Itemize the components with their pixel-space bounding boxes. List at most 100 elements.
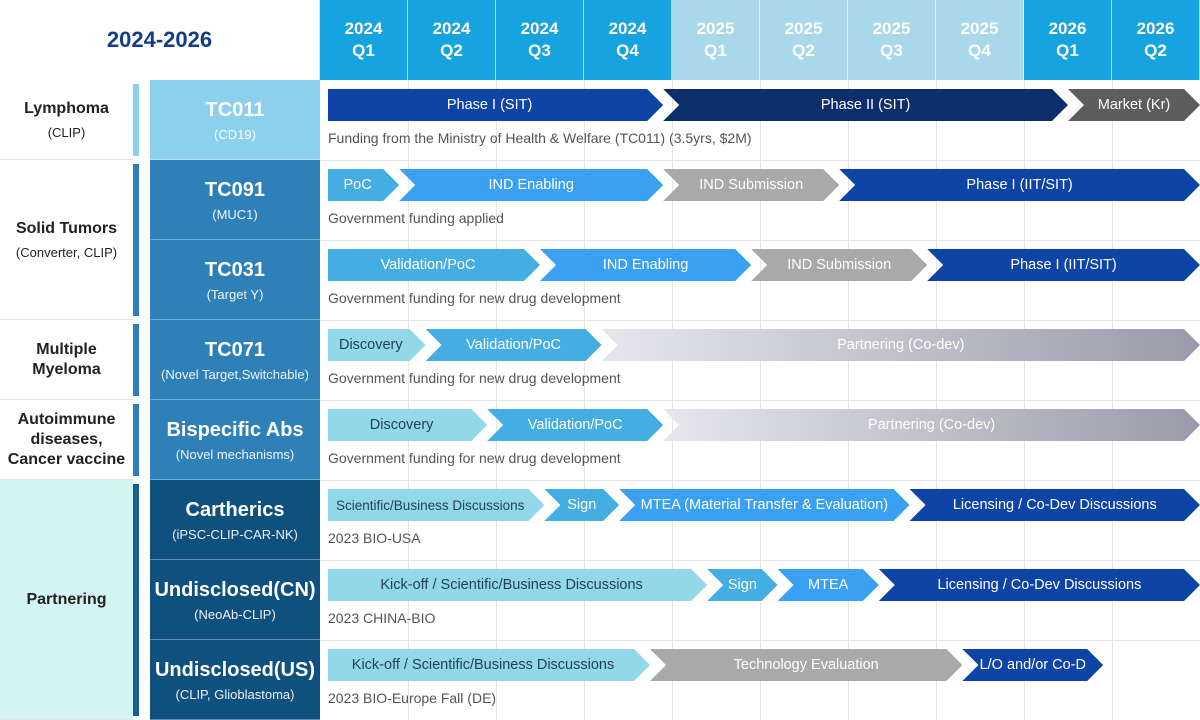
stage-arrow: Phase II (SIT)	[663, 89, 1068, 121]
stage-label: Kick-off / Scientific/Business Discussio…	[351, 657, 615, 673]
stage-arrow: IND Enabling	[540, 249, 751, 281]
funding-note: Funding from the Ministry of Health & We…	[328, 130, 752, 146]
stage-label: Validation/PoC	[380, 257, 476, 273]
stage-arrow: Discovery	[328, 329, 426, 361]
stage-arrow: Sign	[707, 569, 777, 601]
program-name: TC071	[204, 338, 266, 361]
stage-arrow: MTEA (Material Transfer & Evaluation)	[619, 489, 909, 521]
stage-label: IND Enabling	[602, 257, 689, 273]
category-accent-bar	[133, 164, 139, 316]
program-name: Undisclosed(US)	[154, 658, 316, 681]
category-accent-bar	[133, 324, 139, 396]
stage-label: IND Enabling	[488, 177, 574, 193]
stage-label: Scientific/Business Discussions	[336, 497, 525, 513]
quarter-year: 2024	[432, 19, 471, 38]
stage-label: Phase I (SIT)	[446, 97, 533, 113]
quarter-year: 2026	[1136, 19, 1175, 38]
funding-note: 2023 CHINA-BIO	[328, 610, 436, 626]
program-cell: TC071(Novel Target,Switchable)	[150, 320, 320, 400]
roadmap-period-title: 2024-2026	[0, 0, 320, 80]
funding-note: Government funding for new drug developm…	[328, 450, 621, 466]
funding-note: Government funding for new drug developm…	[328, 370, 621, 386]
stage-label: Market (Kr)	[1097, 97, 1171, 113]
funding-note: 2023 BIO-Europe Fall (DE)	[328, 690, 497, 706]
stage-label: Licensing / Co-Dev Discussions	[952, 497, 1157, 513]
program-cell: TC031(Target Y)	[150, 240, 320, 320]
stage-label: MTEA (Material Transfer & Evaluation)	[640, 497, 889, 513]
quarter-year: 2025	[960, 19, 999, 38]
stage-arrow: PoC	[328, 169, 399, 201]
category-name-line: Lymphoma	[24, 100, 109, 117]
stage-label: Validation/PoC	[527, 417, 623, 433]
category-subtitle: (CLIP)	[47, 125, 86, 140]
stage-label: Phase II (SIT)	[820, 97, 911, 113]
stage-label: Discovery	[338, 337, 403, 353]
stage-arrow: Partnering (Co-dev)	[602, 329, 1200, 361]
stage-label: Partnering (Co-dev)	[867, 417, 996, 433]
stage-label: IND Submission	[787, 257, 892, 273]
program-subtitle: (Target Y)	[206, 286, 264, 302]
program-name: Cartherics	[185, 498, 285, 521]
program-cell: Bispecific Abs(Novel mechanisms)	[150, 400, 320, 480]
program-subtitle: (MUC1)	[212, 206, 258, 222]
stage-label: Partnering (Co-dev)	[837, 337, 965, 353]
category-subtitle: (Converter, CLIP)	[15, 245, 118, 260]
program-name: TC091	[204, 178, 266, 201]
stage-arrow: Validation/PoC	[426, 329, 602, 361]
stage-arrow: Phase I (IIT/SIT)	[839, 169, 1200, 201]
row-divider	[320, 400, 1200, 401]
program-subtitle: (CD19)	[214, 126, 256, 142]
category-name: Solid Tumors	[16, 219, 117, 239]
stage-label: PoC	[343, 177, 372, 193]
quarter-year: 2025	[784, 19, 823, 38]
category-name-line: diseases,	[30, 430, 103, 448]
stage-arrow: Validation/PoC	[328, 249, 540, 281]
quarter-label: Q3	[880, 41, 903, 60]
category-name-line: Multiple	[36, 340, 97, 358]
program-name: TC011	[205, 98, 265, 121]
program-cell: Cartherics (iPSC-CLIP-CAR-NK)	[150, 480, 320, 560]
quarter-label: Q1	[704, 41, 727, 60]
quarter-year: 2026	[1048, 19, 1087, 38]
quarter-year: 2024	[520, 19, 559, 38]
stage-arrow: Scientific/Business Discussions	[328, 489, 544, 521]
category-name-line: Solid Tumors	[15, 220, 118, 237]
category-name: Autoimmune diseases, Cancer vaccine	[8, 410, 125, 470]
stage-label: Discovery	[369, 417, 434, 433]
stage-label: MTEA	[808, 577, 849, 593]
quarter-label: Q3	[528, 41, 551, 60]
row-divider	[320, 240, 1200, 241]
stage-arrow: Kick-off / Scientific/Business Discussio…	[328, 569, 707, 601]
program-cell: TC091 (MUC1)	[150, 160, 320, 240]
category-name-line: Autoimmune	[17, 410, 116, 428]
stage-label: L/O and/or Co-D	[979, 657, 1086, 673]
quarter-year: 2024	[344, 19, 383, 38]
quarter-label: Q4	[616, 41, 639, 60]
stage-arrow: IND Submission	[663, 169, 839, 201]
category-cell: Lymphoma (CLIP)	[0, 80, 133, 160]
program-subtitle: (iPSC-CLIP-CAR-NK)	[172, 526, 298, 542]
stage-arrow: Phase I (SIT)	[328, 89, 663, 121]
program-name: Bispecific Abs	[166, 418, 304, 441]
stage-arrow: Validation/PoC	[487, 409, 663, 441]
row-divider	[320, 560, 1200, 561]
stage-label: Technology Evaluation	[733, 657, 879, 673]
program-subtitle: (CLIP, Glioblastoma)	[175, 686, 295, 702]
funding-note: Government funding applied	[328, 210, 504, 226]
stage-label: Kick-off / Scientific/Business Discussio…	[380, 577, 643, 593]
quarter-year: 2025	[872, 19, 911, 38]
quarter-year: 2025	[696, 19, 735, 38]
funding-note: Government funding for new drug developm…	[328, 290, 621, 306]
category-accent-bar	[133, 84, 139, 156]
category-name-line: Partnering	[26, 590, 107, 608]
stage-label: Sign	[727, 577, 757, 593]
stage-arrow: Phase I (IIT/SIT)	[927, 249, 1200, 281]
stage-arrow: Discovery	[328, 409, 487, 441]
category-name-line: Cancer vaccine	[7, 450, 126, 468]
